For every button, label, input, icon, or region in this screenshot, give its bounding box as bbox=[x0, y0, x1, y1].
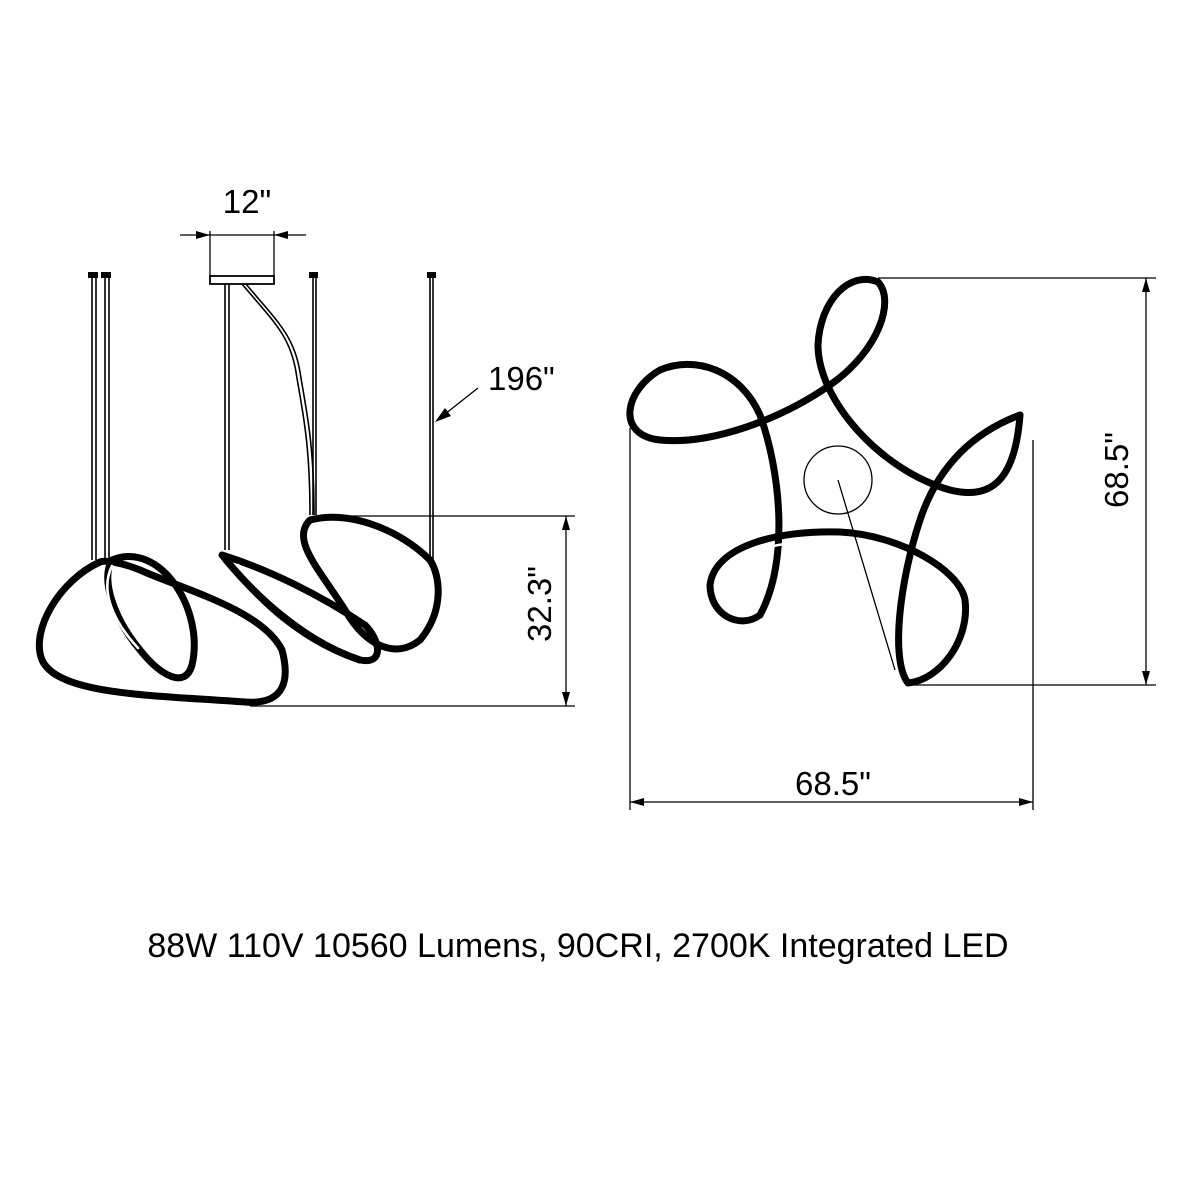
cable-length-callout: 196" bbox=[435, 360, 555, 422]
spec-line: 88W 110V 10560 Lumens, 90CRI, 2700K Inte… bbox=[147, 927, 1008, 965]
luminaire-top-profile bbox=[626, 275, 1024, 687]
top-width-label: 68.5" bbox=[795, 765, 871, 802]
top-width-dimension: 68.5" bbox=[629, 428, 1034, 810]
suspension-cables bbox=[88, 272, 436, 560]
canopy-width-dimension: 12" bbox=[180, 183, 306, 276]
canopy-width-label: 12" bbox=[223, 183, 271, 220]
luminaire-side-profile bbox=[35, 513, 442, 706]
cable-length-label: 196" bbox=[488, 360, 555, 397]
feed-cable-top bbox=[837, 479, 896, 671]
top-view: 68.5" 68.5" bbox=[626, 275, 1156, 810]
side-height-dimension: 32.3" bbox=[250, 515, 575, 707]
side-height-label: 32.3" bbox=[521, 566, 558, 642]
side-view: 12" 196" bbox=[35, 183, 575, 707]
top-depth-label: 68.5" bbox=[1098, 432, 1135, 508]
canopy bbox=[209, 275, 275, 285]
